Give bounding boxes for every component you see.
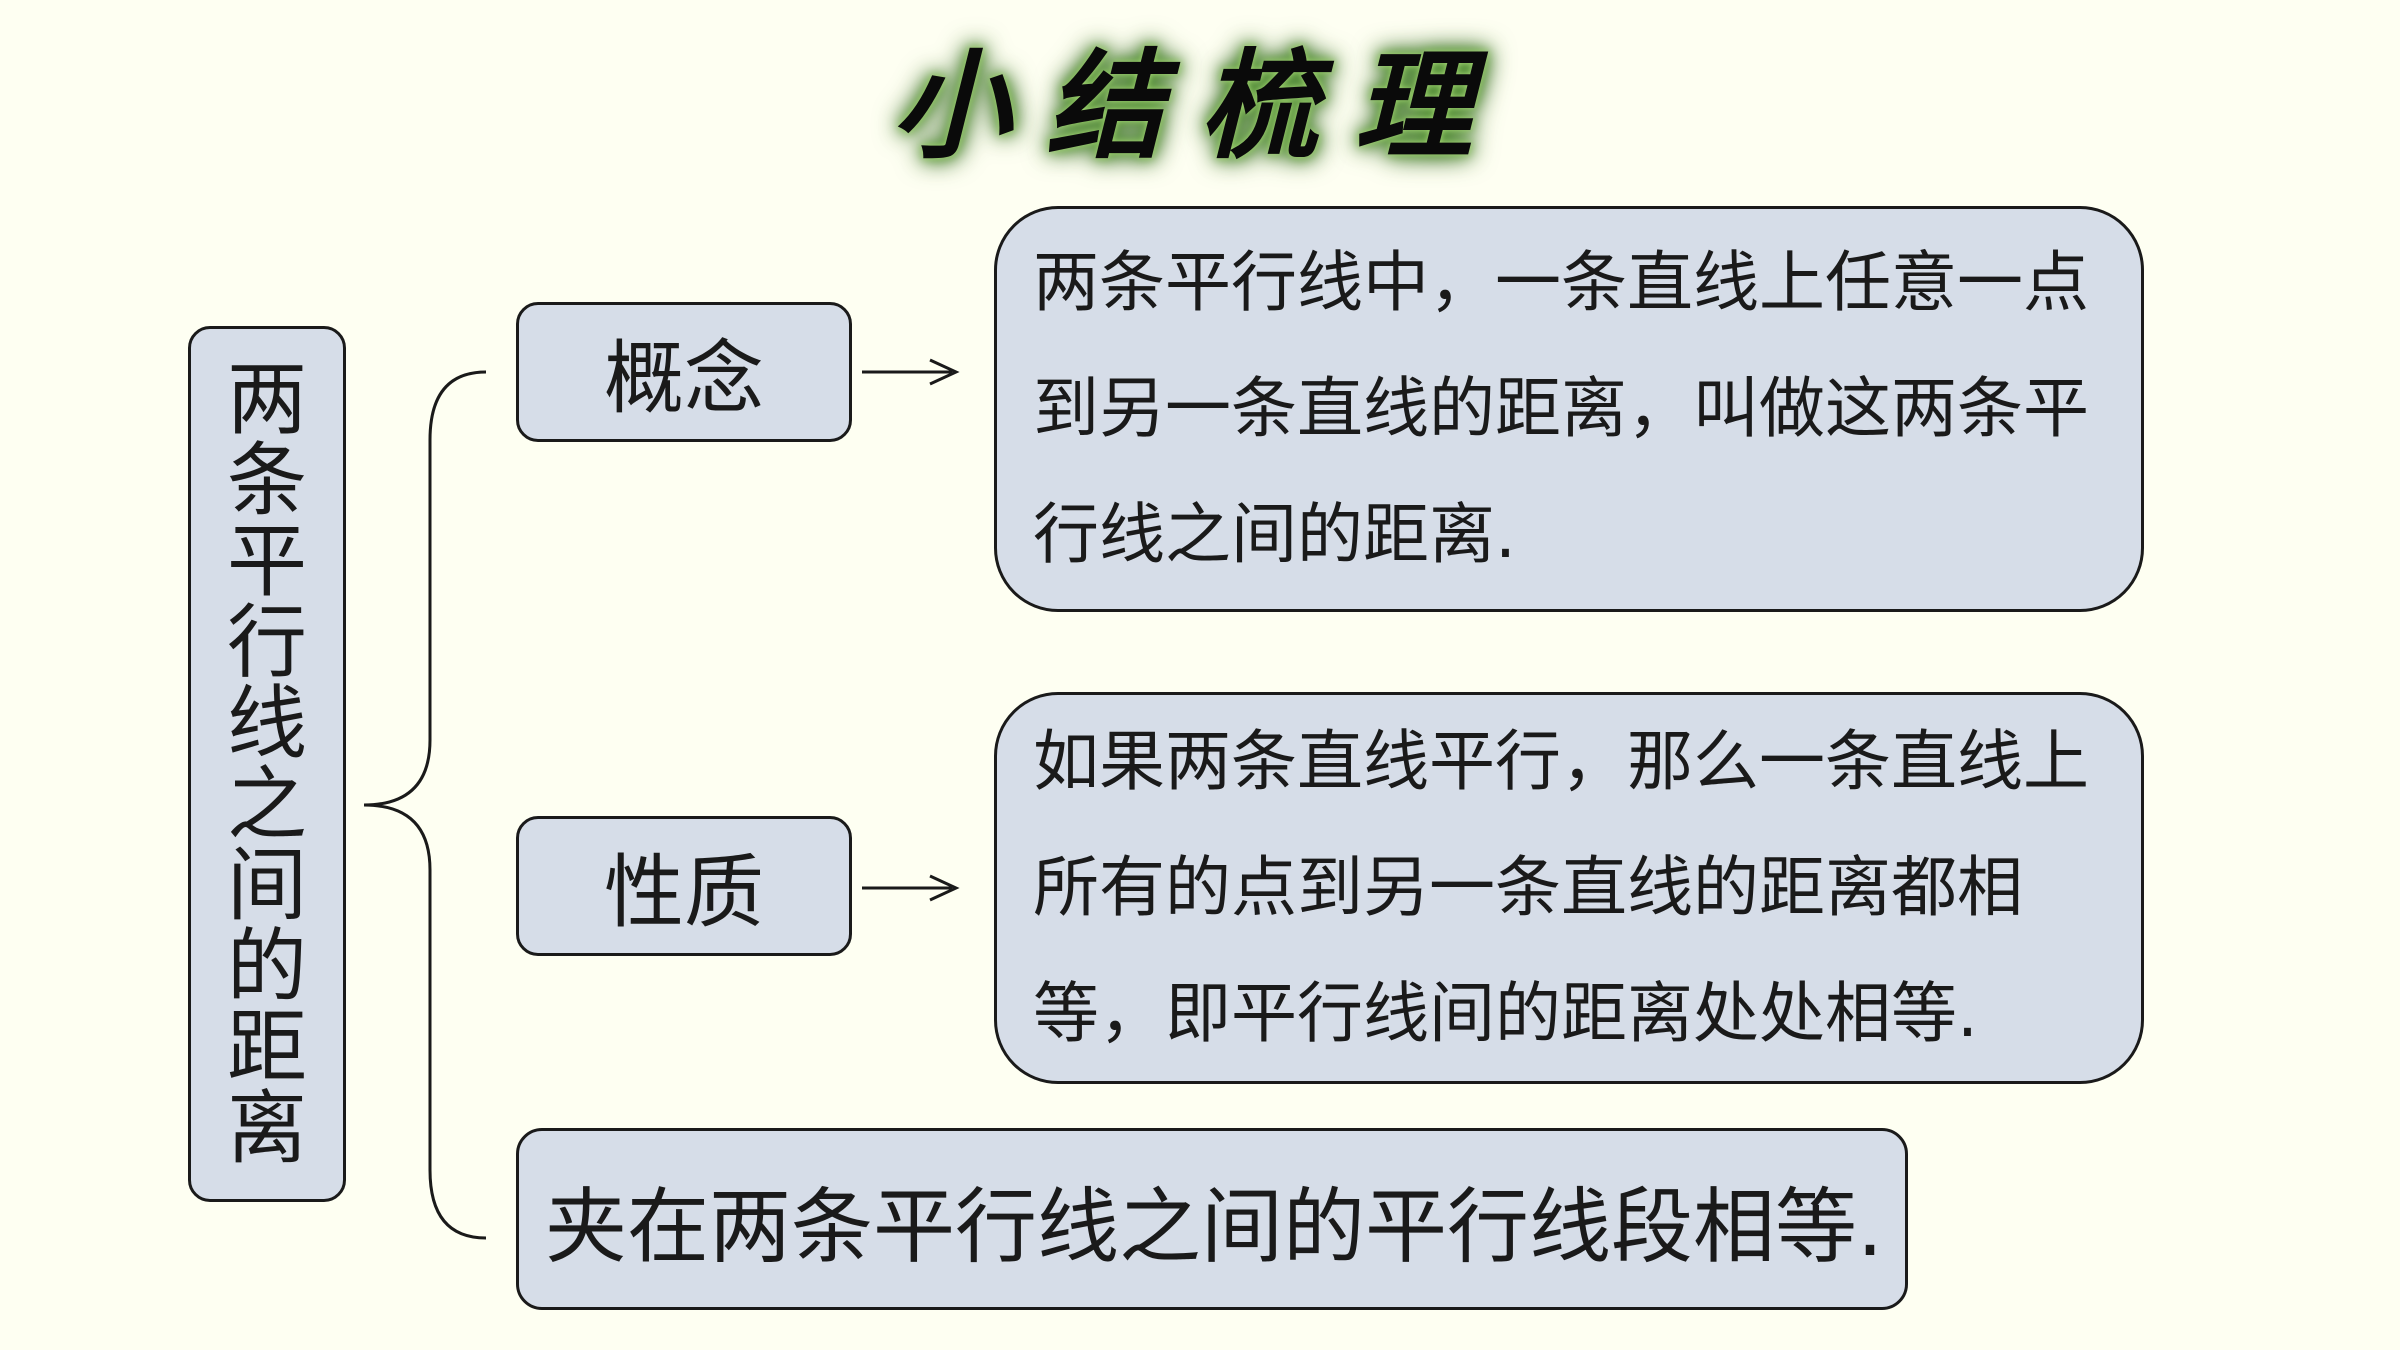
concept-label: 概念 [604, 332, 764, 425]
main-topic-box: 两条平行线之间的距离 [188, 326, 346, 1202]
concept-description-box: 两条平行线中，一条直线上任意一点到另一条直线的距离，叫做这两条平行线之间的距离. [994, 206, 2144, 612]
arrow-concept [862, 358, 960, 386]
concept-label-box: 概念 [516, 302, 852, 442]
corollary-text: 夹在两条平行线之间的平行线段相等. [545, 1179, 1884, 1275]
property-description-box: 如果两条直线平行，那么一条直线上所有的点到另一条直线的距离都相等，即平行线间的距… [994, 692, 2144, 1084]
slide-title: 小结梳理 [891, 36, 1508, 175]
property-label-box: 性质 [516, 816, 852, 956]
main-topic-text: 两条平行线之间的距离 [227, 353, 307, 1175]
property-label: 性质 [604, 846, 764, 939]
property-description: 如果两条直线平行，那么一条直线上所有的点到另一条直线的距离都相等，即平行线间的距… [1033, 723, 2089, 1052]
corollary-box: 夹在两条平行线之间的平行线段相等. [516, 1128, 1908, 1310]
arrow-property [862, 874, 960, 902]
concept-description: 两条平行线中，一条直线上任意一点到另一条直线的距离，叫做这两条平行线之间的距离. [1033, 244, 2089, 573]
left-brace [363, 370, 487, 1240]
